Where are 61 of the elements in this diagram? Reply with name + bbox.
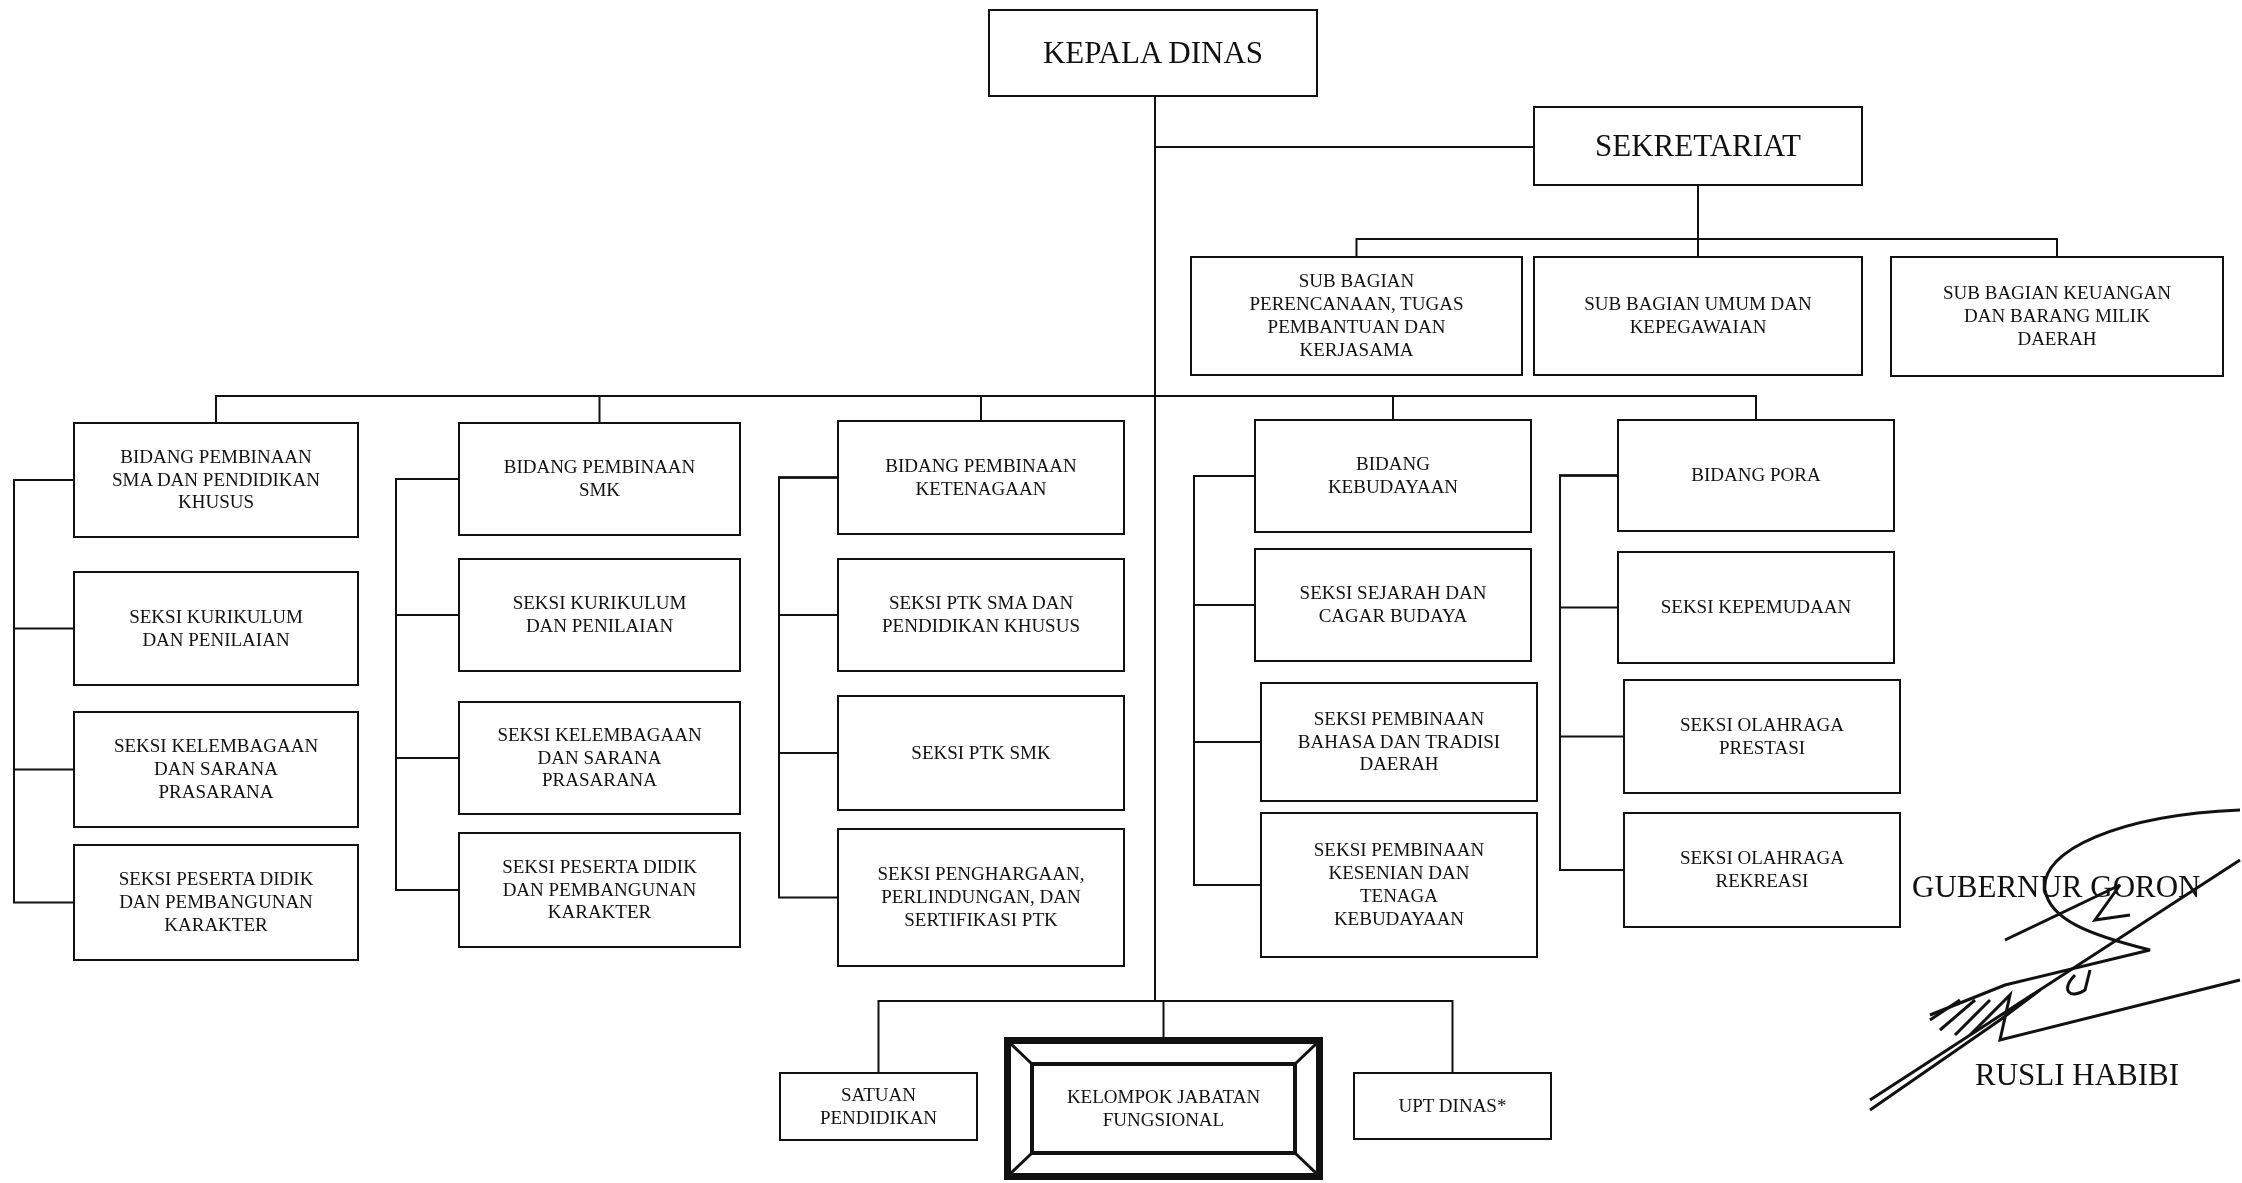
box-label: SEKSI KURIKULUM DAN PENILAIAN [128,605,304,652]
box-label: SEKSI OLAHRAGA PRESTASI [1678,713,1846,760]
box-label: SUB BAGIAN UMUM DAN KEPEGAWAIAN [1583,293,1813,339]
signature-text: RUSLI HABIBI [1975,1057,2180,1093]
connector-line [1559,474,1624,871]
box-label: SEKSI SEJARAH DAN CAGAR BUDAYA [1298,582,1488,628]
org-box [1623,679,1901,794]
org-box [1254,548,1532,662]
box-label: BIDANG PORA [1691,464,1821,487]
org-box [1617,551,1895,664]
box-label: SEKSI PTK SMA DAN PENDIDIKAN KHUSUS [881,592,1081,638]
box-label: SEKSI KEPEMUDAAN [1660,596,1852,619]
box-label: SEKSI KELEMBAGAAN DAN SARANA PRASARANA [496,723,703,793]
box-label: SEKSI KELEMBAGAAN DAN SARANA PRASARANA [112,735,320,804]
box-label: SUB BAGIAN KEUANGAN DAN BARANG MILIK DAERAH [1942,282,2172,351]
org-box [837,695,1125,811]
org-box [837,420,1125,535]
org-box [73,711,359,828]
org-box [837,558,1125,672]
connector-line [778,476,838,899]
box-label: SUB BAGIAN PERENCANAAN, TUGAS PEMBANTUAN DAN KERJASAMA [1248,270,1465,362]
org-box [988,9,1318,97]
org-box [458,422,741,536]
box-label: SEKSI PESERTA DIDIK DAN PEMBANGUNAN KARAKTER [501,855,698,925]
org-box [1617,419,1895,532]
connector-line [1193,475,1261,886]
box-label: KEPALA DINAS [1042,34,1264,72]
org-box [458,701,741,815]
org-box [779,1072,978,1141]
box-label: SEKRETARIAT [1595,127,1801,165]
box-label: SEKSI PENGHARGAAN, PERLINDUNGAN, DAN SERTIFIKASI PTK [876,863,1086,932]
org-box [837,828,1125,967]
org-box [73,422,359,538]
box-label: BIDANG KEBUDAYAAN [1326,453,1460,499]
org-box [1890,256,2224,377]
box-label: SEKSI PTK SMK [911,741,1051,765]
org-box [458,558,741,672]
org-box [73,571,359,686]
org-box [458,832,741,948]
box-label: BIDANG PEMBINAAN KETENAGAAN [884,454,1078,501]
box-label: SEKSI PEMBINAAN BAHASA DAN TRADISI DAERAH [1296,707,1502,777]
box-label: BIDANG PEMBINAAN SMA DAN PENDIDIKAN KHUSUS [111,445,321,515]
box-label: SEKSI OLAHRAGA REKREASI [1678,847,1846,893]
box-label: BIDANG PEMBINAAN SMK [502,456,697,502]
org-box [73,844,359,961]
org-box [1623,812,1901,928]
connector-line [13,479,74,904]
box-label: UPT DINAS* [1398,1094,1507,1118]
box-label: SEKSI KURIKULUM DAN PENILAIAN [511,592,688,638]
box-label: SATUAN PENDIDIKAN [818,1083,939,1130]
org-box [1190,256,1523,376]
org-box [1533,256,1863,376]
box-label: SEKSI PESERTA DIDIK DAN PEMBANGUNAN KARAKTER [117,868,315,937]
org-box [1533,106,1863,186]
box-label: KELOMPOK JABATAN FUNGSIONAL [1065,1085,1262,1132]
org-box [1260,682,1538,802]
org-box [1353,1072,1552,1140]
connector-line [395,478,459,891]
org-box [1254,419,1532,533]
org-box [1260,812,1538,958]
box-label: SEKSI PEMBINAAN KESENIAN DAN TENAGA KEBUDAYAAN [1312,839,1486,931]
